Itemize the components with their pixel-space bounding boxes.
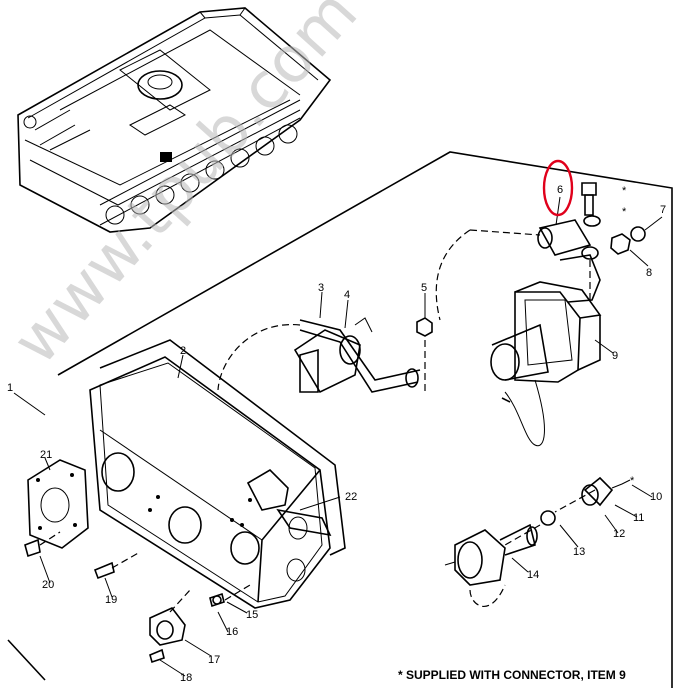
asterisk-bolt: * xyxy=(622,185,627,197)
connector-item-9 xyxy=(490,254,602,447)
detail-box-outline xyxy=(7,151,673,688)
plug-bracket-assembly xyxy=(217,317,421,394)
callout-19: 19 xyxy=(105,594,117,606)
callout-15: 15 xyxy=(246,609,258,621)
nut-item-5 xyxy=(416,317,433,395)
pin-bolt-assembly xyxy=(435,182,646,321)
callout-11: 11 xyxy=(633,512,644,524)
asterisk-nut: * xyxy=(630,475,635,487)
watermark-text: www.tpub.com xyxy=(0,0,372,379)
callout-21: 21 xyxy=(40,449,52,461)
callout-20: 20 xyxy=(42,579,54,591)
highlight-circle xyxy=(542,159,574,217)
callout-22: 22 xyxy=(345,491,357,503)
connector-housing xyxy=(89,356,332,609)
callout-10: 10 xyxy=(650,491,662,503)
callout-1: 1 xyxy=(7,382,13,394)
asterisk-washer: * xyxy=(622,206,627,218)
contact-assembly xyxy=(444,476,631,608)
callout-9: 9 xyxy=(612,350,618,362)
callout-7: 7 xyxy=(660,204,666,216)
callout-12: 12 xyxy=(613,528,625,540)
callout-14: 14 xyxy=(527,569,539,581)
callout-13: 13 xyxy=(573,546,585,558)
gasket xyxy=(99,339,346,556)
fastener-parts xyxy=(24,459,251,664)
callout-3: 3 xyxy=(318,282,324,294)
callout-16: 16 xyxy=(226,626,238,638)
callout-8: 8 xyxy=(646,267,652,279)
callout-2: 2 xyxy=(180,345,186,357)
callout-5: 5 xyxy=(421,282,427,294)
footnote-text: * SUPPLIED WITH CONNECTOR, ITEM 9 xyxy=(398,668,626,682)
vehicle-illustration xyxy=(17,7,332,233)
leader-lines xyxy=(13,196,663,677)
callout-18: 18 xyxy=(180,672,192,684)
callout-4: 4 xyxy=(344,289,350,301)
callout-6: 6 xyxy=(557,184,563,196)
callout-17: 17 xyxy=(208,654,220,666)
